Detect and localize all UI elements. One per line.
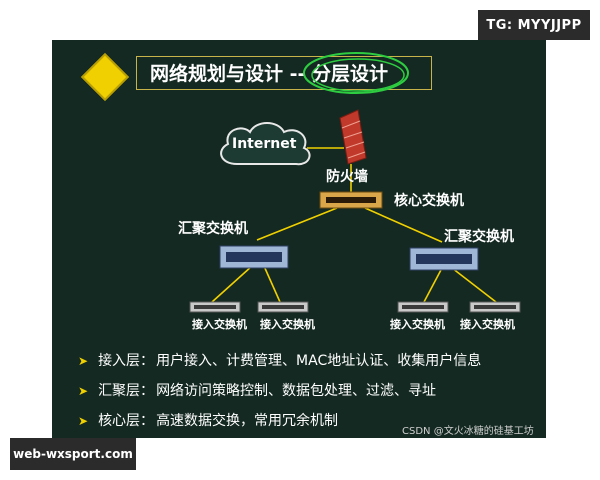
bullet-aggregation-layer: ➤汇聚层：网络访问策略控制、数据包处理、过滤、寻址 <box>78 383 437 399</box>
core-agg-right-link <box>364 207 443 243</box>
agg-right-access-1-link <box>423 267 443 303</box>
agg-left-access-2-link <box>263 265 281 303</box>
core-agg-left-link <box>256 207 338 241</box>
slide: 网络规划与设计 -- 分层设计 <box>52 40 546 438</box>
access-switch-2-icon <box>257 301 309 313</box>
agg-switch-left-label: 汇聚交换机 <box>178 221 248 237</box>
core-switch-icon <box>319 191 383 209</box>
site-watermark: web-wxsport.com <box>10 438 136 470</box>
network-diagram <box>189 52 521 313</box>
access-switch-4-icon <box>469 301 521 313</box>
internet-label: Internet <box>232 136 297 152</box>
csdn-watermark: CSDN @文火冰糖的硅基工坊 <box>402 426 534 437</box>
bullet-access-layer: ➤接入层：用户接入、计费管理、MAC地址认证、收集用户信息 <box>78 353 482 369</box>
title-sub: 分层设计 <box>312 63 389 85</box>
arrow-icon: ➤ <box>78 354 89 368</box>
agg-switch-left-icon <box>219 245 289 269</box>
bullet-core-layer: ➤核心层：高速数据交换，常用冗余机制 <box>78 413 339 429</box>
access-switch-1-label: 接入交换机 <box>192 318 247 331</box>
arrow-icon: ➤ <box>78 384 89 398</box>
internet-cloud-icon <box>220 122 311 166</box>
highlight-circle-inner <box>311 58 405 92</box>
access-switch-3-label: 接入交换机 <box>390 318 445 331</box>
access-switch-1-icon <box>189 301 241 313</box>
arrow-icon: ➤ <box>78 414 89 428</box>
title-frame <box>136 56 432 90</box>
slide-title: 网络规划与设计 -- 分层设计 <box>150 60 388 88</box>
agg-switch-right-label: 汇聚交换机 <box>444 229 514 245</box>
agg-left-access-1-link <box>211 265 253 303</box>
access-switch-4-label: 接入交换机 <box>460 318 515 331</box>
title-main: 网络规划与设计 -- <box>150 63 306 85</box>
agg-right-access-2-link <box>451 267 497 303</box>
highlight-circle <box>303 52 409 94</box>
agg-switch-right-icon <box>409 247 479 271</box>
core-switch-label: 核心交换机 <box>394 193 464 209</box>
access-switch-2-label: 接入交换机 <box>260 318 315 331</box>
tg-watermark: TG: MYYJJPP <box>478 10 590 40</box>
access-switch-3-icon <box>397 301 449 313</box>
firewall-label: 防火墙 <box>326 169 368 185</box>
firewall-icon <box>339 109 367 165</box>
